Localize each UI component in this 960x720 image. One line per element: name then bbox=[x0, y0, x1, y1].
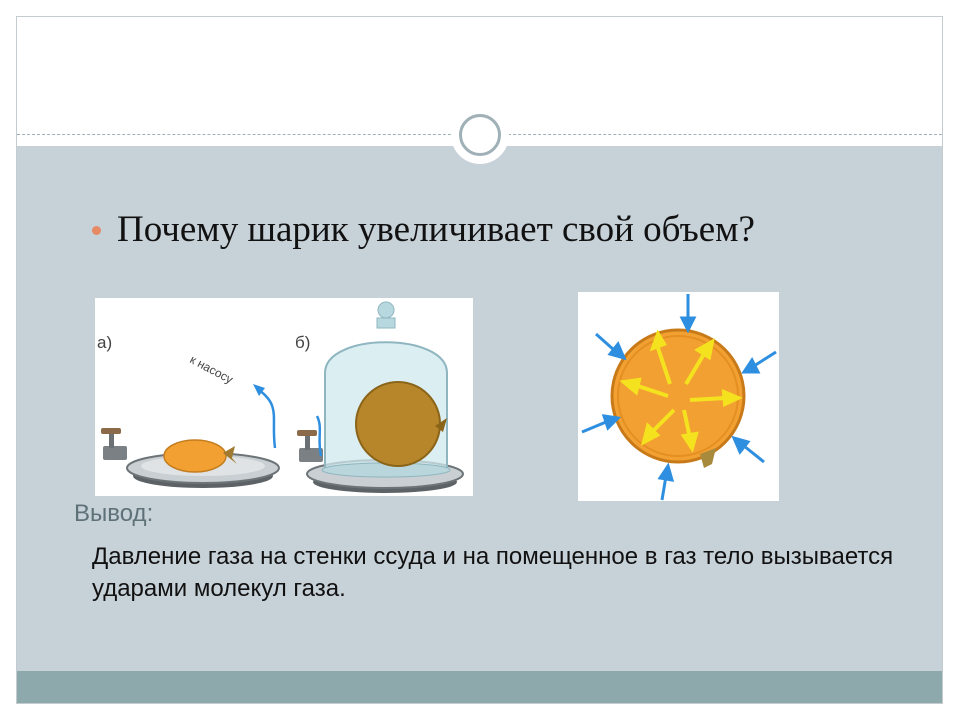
conclusion-label: Вывод: bbox=[74, 500, 154, 527]
pump-hose bbox=[258, 388, 277, 449]
bullet-icon bbox=[92, 226, 101, 235]
figure-label-b: б) bbox=[295, 333, 310, 352]
gas-pressure-balloon-figure bbox=[578, 292, 779, 501]
pump-arrow-icon bbox=[253, 384, 265, 396]
figure-label-a: а) bbox=[97, 333, 112, 352]
inflated-balloon bbox=[355, 381, 447, 467]
divider-ornament-ring bbox=[459, 114, 501, 156]
slide-question: Почему шарик увеличивает свой объем? bbox=[117, 209, 755, 250]
conclusion-text: Давление газа на стенки ссуда и на помещ… bbox=[92, 543, 894, 602]
inner-pressure-arrows bbox=[619, 329, 743, 453]
deflated-balloon bbox=[163, 439, 237, 473]
slide-footer-bar bbox=[17, 671, 942, 703]
balloon-experiment-figure: а) б) к насосу bbox=[95, 298, 473, 496]
outer-molecule-arrows bbox=[581, 294, 777, 501]
jar-hose bbox=[315, 415, 323, 457]
